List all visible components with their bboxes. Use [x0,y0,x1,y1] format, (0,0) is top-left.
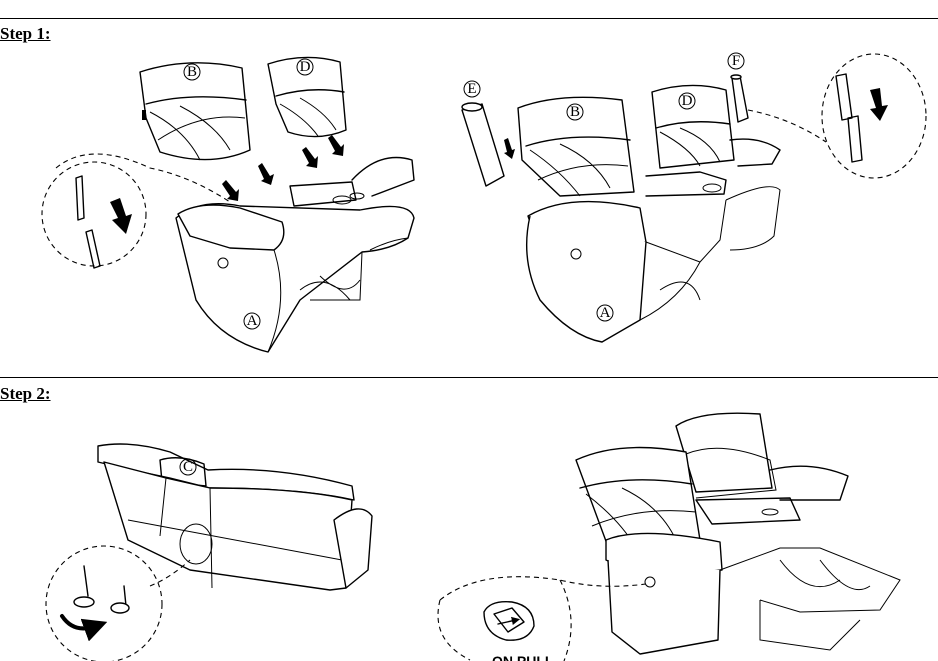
middle-rule [0,377,938,378]
label-e: E [463,80,481,98]
arrow-down-icon [222,135,344,201]
step1-right-loveseat [461,53,927,343]
label-c: C [179,458,197,476]
step-2-label: Step 2: [0,384,51,403]
svg-text:F: F [732,53,740,69]
svg-text:D: D [682,93,693,109]
label-d-2: D [678,92,696,110]
switch-caption: ON PULL [492,653,554,661]
step1-left-loveseat [41,56,415,353]
svg-text:A: A [600,305,611,321]
step2-reclined-loveseat [437,412,901,661]
svg-text:D: D [300,59,311,75]
step-1-label: Step 1: [0,24,51,43]
label-b-2: B [566,103,584,121]
top-rule [0,18,938,19]
rotate-arrow-icon [60,614,108,642]
svg-text:B: B [570,104,580,120]
svg-text:E: E [467,81,476,97]
label-d-1: D [296,58,314,76]
pull-handle-icon [483,601,535,641]
label-b-1: B [183,63,201,81]
label-a-2: A [596,304,614,322]
svg-text:B: B [187,64,197,80]
label-a-1: A [243,312,261,330]
label-f: F [727,52,745,70]
svg-text:A: A [247,313,258,329]
svg-text:C: C [183,459,193,475]
step2-rear-view [45,443,373,661]
